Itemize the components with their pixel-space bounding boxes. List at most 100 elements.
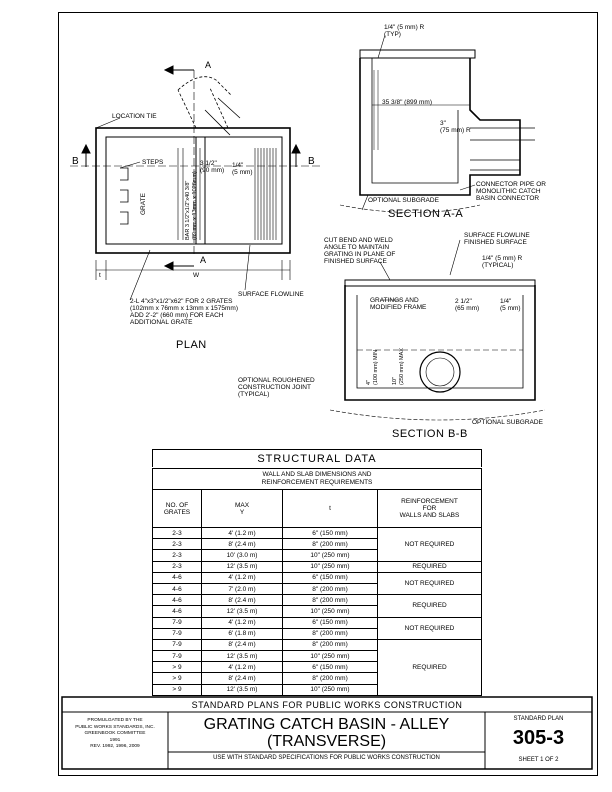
max-y-cell: 4' (1.2 m) bbox=[201, 526, 283, 540]
bb-subgrade-label: OPTIONAL SUBGRADE bbox=[472, 419, 543, 426]
plan-view bbox=[70, 65, 320, 301]
structural-data-title: STRUCTURAL DATA bbox=[152, 449, 482, 467]
section-mark-a-bottom: A bbox=[200, 255, 207, 265]
title-block-header: STANDARD PLANS FOR PUBLIC WORKS CONSTRUC… bbox=[191, 700, 463, 710]
thickness-cell: 10" (250 mm) bbox=[282, 605, 378, 618]
thickness-cell: 10" (250 mm) bbox=[282, 683, 378, 696]
section-aa-title: SECTION A-A bbox=[388, 208, 464, 220]
dim-quarter-label: 1/4" (5 mm) bbox=[232, 162, 253, 176]
bb-flowline-label: SURFACE FLOWLINE FINISHED SURFACE bbox=[464, 232, 530, 246]
subtitle-line-1: WALL AND SLAB DIMENSIONS AND bbox=[262, 471, 372, 478]
max-y-cell: 12' (3.5 m) bbox=[201, 560, 283, 573]
thickness-cell: 6" (150 mm) bbox=[282, 571, 378, 584]
reinforcement-cell: REQUIRED bbox=[377, 594, 482, 618]
max-y-cell: 4' (1.2 m) bbox=[201, 616, 283, 629]
section-bb-title: SECTION B-B bbox=[392, 428, 468, 440]
grates-cell: > 9 bbox=[152, 661, 202, 674]
w-dim-label: W bbox=[193, 272, 200, 279]
aa-pipe-label: CONNECTOR PIPE OR MONOLITHIC CATCH BASIN… bbox=[476, 181, 546, 202]
bb-quarter2-label: 1/4" (5 mm) bbox=[500, 298, 521, 312]
max-y-cell: 8' (2.4 m) bbox=[201, 594, 283, 607]
grates-cell: 7-9 bbox=[152, 638, 202, 652]
grate-label: GRATE bbox=[140, 193, 147, 215]
bb-min-label: 4" (100 mm) MIN bbox=[366, 349, 379, 385]
table-row: 7-9 8' (2.4 m)8" (200 mm)REQUIRED bbox=[152, 638, 482, 696]
promulgated-text: PROMULGATED BY THE PUBLIC WORKS STANDARD… bbox=[75, 718, 155, 749]
col-max-header: MAX Y bbox=[201, 489, 283, 528]
grates-cell: 4-6 bbox=[152, 582, 202, 596]
bb-gratings-label: GRATINGS AND MODIFIED FRAME bbox=[370, 297, 427, 311]
max-y-cell: 12' (3.5 m) bbox=[201, 650, 283, 663]
thickness-cell: 8" (200 mm) bbox=[282, 627, 378, 640]
grates-cell: 4-6 bbox=[152, 594, 202, 607]
structural-data-table: WALL AND SLAB DIMENSIONS AND REINFORCEME… bbox=[152, 468, 482, 696]
max-y-cell: 12' (3.5 m) bbox=[201, 683, 283, 696]
drawing-sheet-border bbox=[58, 12, 598, 776]
section-aa-view bbox=[339, 34, 535, 213]
reinforcement-cell: NOT REQUIRED bbox=[377, 616, 482, 640]
grates-cell: 7-9 bbox=[152, 650, 202, 663]
thickness-cell: 8" (200 mm) bbox=[282, 672, 378, 685]
max-y-cell: 4' (1.2 m) bbox=[201, 571, 283, 584]
grates-cell: 2-3 bbox=[152, 549, 202, 562]
col-grates-header: NO. OF GRATES bbox=[152, 489, 202, 528]
thickness-cell: 10" (250 mm) bbox=[282, 549, 378, 562]
grates-cell: 2-3 bbox=[152, 526, 202, 540]
surface-flowline-label: SURFACE FLOWLINE bbox=[238, 291, 304, 298]
t-dim-label: t bbox=[99, 272, 101, 279]
dim-3-half-label: 3 1/2" (90 mm) bbox=[200, 160, 225, 174]
max-y-cell: 10' (3.0 m) bbox=[201, 549, 283, 562]
bb-max-label: 10" (250 mm) MAX bbox=[392, 348, 405, 385]
thickness-cell: 6" (150 mm) bbox=[282, 526, 378, 540]
grates-cell: 7-9 bbox=[152, 627, 202, 640]
grates-cell: > 9 bbox=[152, 683, 202, 696]
max-y-cell: 4' (1.2 m) bbox=[201, 661, 283, 674]
plan-number: 305-3 bbox=[512, 727, 565, 749]
section-mark-a-top: A bbox=[205, 60, 212, 70]
grates-cell: 2-3 bbox=[152, 538, 202, 551]
max-y-cell: 8' (2.4 m) bbox=[201, 672, 283, 685]
sheet-number: SHEET 1 OF 2 bbox=[518, 757, 559, 763]
thickness-cell: 10" (250 mm) bbox=[282, 650, 378, 663]
aa-subgrade-label: OPTIONAL SUBGRADE bbox=[368, 197, 439, 204]
thickness-cell: 6" (150 mm) bbox=[282, 616, 378, 629]
title-block-frame bbox=[61, 696, 593, 770]
bb-quarter-label: 1/4" (5 mm) R (TYPICAL) bbox=[482, 255, 523, 269]
thickness-cell: 8" (200 mm) bbox=[282, 582, 378, 596]
bar-spec-label: BAR 3 1/2"x1/2"x40 3/8" (89 mm x 13mm x … bbox=[185, 171, 198, 240]
reinforcement-cell: NOT REQUIRED bbox=[377, 571, 482, 596]
reinforcement-cell: REQUIRED bbox=[377, 638, 482, 696]
aa-3-label: 3" (75 mm) R bbox=[440, 120, 471, 134]
plan-title-line-1: GRATING CATCH BASIN - ALLEY bbox=[203, 716, 450, 733]
bb-joint-label: OPTIONAL ROUGHENED CONSTRUCTION JOINT (T… bbox=[238, 377, 315, 398]
grates-cell: 2-3 bbox=[152, 560, 202, 573]
grates-cell: 7-9 bbox=[152, 616, 202, 629]
col-t-header: t bbox=[282, 489, 378, 528]
plan-title: PLAN bbox=[176, 339, 207, 351]
subtitle-line-2: REINFORCEMENT REQUIREMENTS bbox=[261, 479, 373, 486]
reinforcement-cell: REQUIRED bbox=[377, 560, 482, 573]
thickness-cell: 8" (200 mm) bbox=[282, 594, 378, 607]
max-y-cell: 12' (3.5 m) bbox=[201, 605, 283, 618]
structural-subtitle: WALL AND SLAB DIMENSIONS AND REINFORCEME… bbox=[152, 468, 482, 490]
max-y-cell: 6' (1.8 m) bbox=[201, 627, 283, 640]
thickness-cell: 8" (200 mm) bbox=[282, 538, 378, 551]
max-y-cell: 8' (2.4 m) bbox=[201, 538, 283, 551]
section-bb-view bbox=[329, 239, 546, 421]
plan-title-line-2: (TRANSVERSE) bbox=[266, 733, 387, 750]
thickness-cell: 10" (250 mm) bbox=[282, 560, 378, 573]
col-reinf-header: REINFORCEMENT FOR WALLS AND SLABS bbox=[377, 489, 482, 528]
angle-spec-label: 2-L 4"x3"x1/2"x62" FOR 2 GRATES (102mm x… bbox=[130, 298, 238, 326]
aa-quarter-label: 1/4" (5 mm) R (TYP) bbox=[384, 24, 425, 38]
section-mark-b-right: B bbox=[308, 156, 315, 167]
